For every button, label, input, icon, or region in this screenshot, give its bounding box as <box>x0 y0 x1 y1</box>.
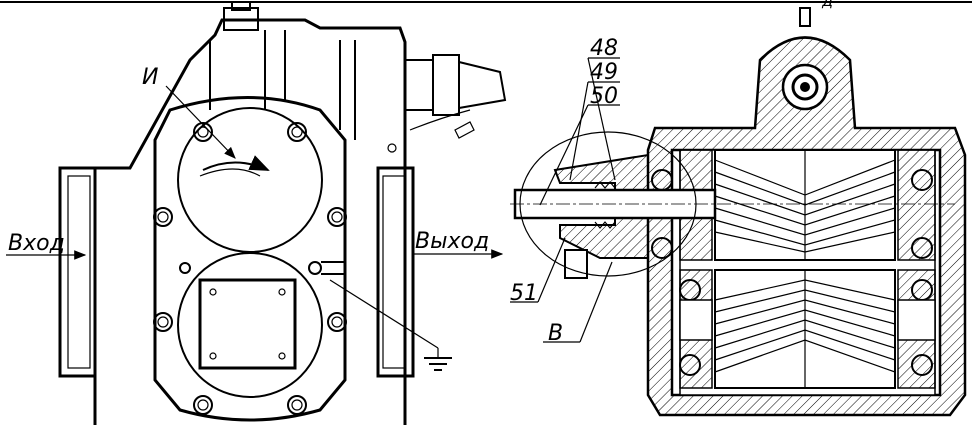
pump-section-view: 48 49 50 51 В <box>510 7 967 417</box>
fitting-cap <box>458 61 507 109</box>
view-mark-i-arrow <box>165 85 236 159</box>
leader-49 <box>569 81 589 181</box>
input-label: Вход <box>8 231 65 256</box>
fitting-nut <box>432 54 460 116</box>
wire-pin <box>387 143 397 153</box>
top-bolt-cap <box>231 1 251 11</box>
lower-gear-bore <box>177 252 323 398</box>
top-bolt-head <box>223 7 259 31</box>
plug-hole <box>179 262 191 274</box>
upper-gear-bore <box>177 107 323 253</box>
ground-leader <box>329 279 439 349</box>
right-flange <box>376 166 415 378</box>
ground-lug <box>321 261 346 275</box>
cover-bolts <box>153 122 347 415</box>
leader-v <box>579 261 613 343</box>
cover-plate <box>153 96 347 422</box>
detail-circle-v <box>519 131 697 277</box>
seal-housing-bottom <box>559 217 649 259</box>
fitting-wire <box>409 109 475 139</box>
seal-spring <box>594 181 616 229</box>
left-flange-inner <box>67 175 91 369</box>
view-mark-i: И <box>142 65 158 90</box>
left-flange <box>58 166 97 378</box>
output-label: Выход <box>415 229 489 254</box>
upper-gear <box>714 149 896 261</box>
housing-outline <box>93 18 407 425</box>
vent-plug <box>799 7 811 27</box>
leader-51 <box>537 237 566 303</box>
seal-housing-top <box>553 153 649 191</box>
right-flange-inner <box>382 175 406 369</box>
part-label-48: 48 <box>590 36 618 61</box>
view-mark-v: В <box>548 321 563 346</box>
leader-50 <box>587 57 616 181</box>
rotation-arrow-tail <box>199 168 261 177</box>
part-label-51: 51 <box>510 281 538 306</box>
ground-screw <box>308 261 322 275</box>
inspection-plate <box>198 278 297 370</box>
top-partial-char: д <box>821 0 833 10</box>
seal-plug <box>564 249 588 279</box>
housing-ribs <box>209 30 356 140</box>
part-label-50: 50 <box>590 84 618 109</box>
fitting-base <box>404 59 434 111</box>
lower-gear <box>714 269 896 389</box>
part-label-49: 49 <box>590 60 618 85</box>
pump-front-view: И Вход Выход <box>6 1 507 425</box>
rotation-arrow <box>202 155 270 171</box>
leader-48 <box>539 104 589 206</box>
